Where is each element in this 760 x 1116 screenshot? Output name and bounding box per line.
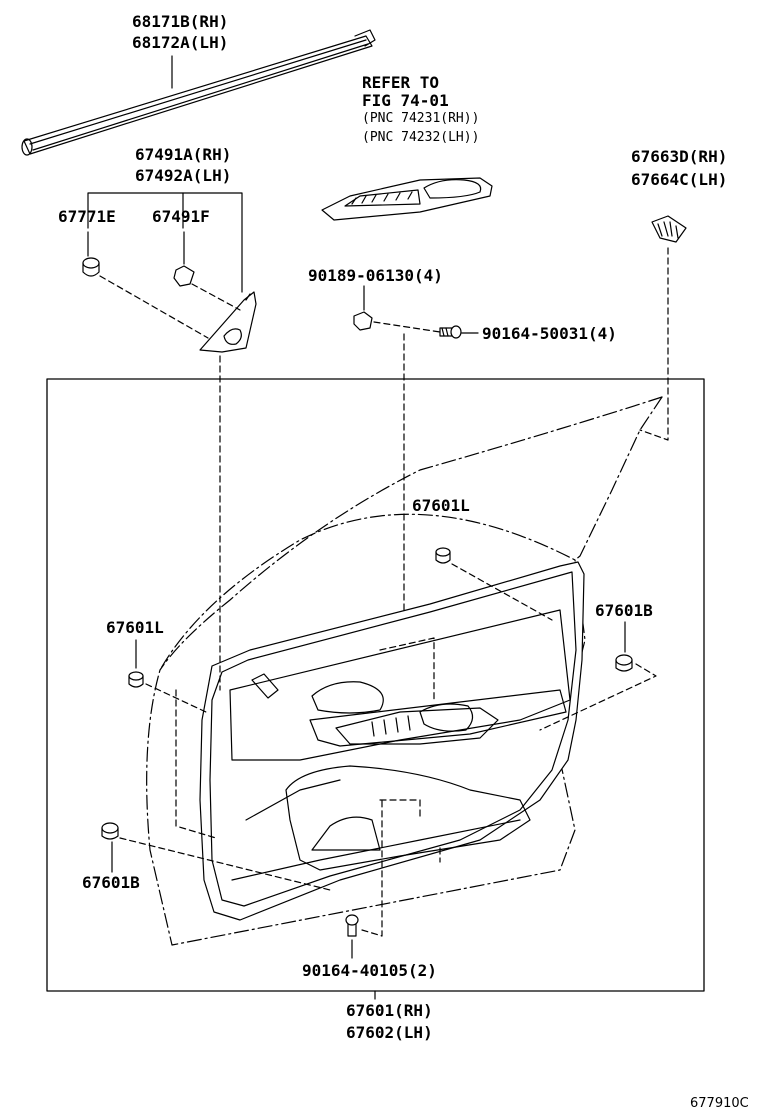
upper-trim-cover: [199, 291, 257, 353]
label-clip-67601l-top: 67601L: [412, 496, 470, 515]
label-weatherstrip-rh: 68171B(RH): [132, 12, 229, 31]
figure-id: 677910C: [690, 1096, 749, 1111]
clip-67663d-part: [651, 215, 687, 243]
label-clip-67771e: 67771E: [58, 207, 116, 226]
clip-67601l-top-dashed: [451, 563, 553, 621]
belt-weatherstrip: [21, 29, 376, 156]
label-refer-pnc-lh: (PNC 74232(LH)): [362, 130, 480, 145]
clip-67601b-left-dashed: [119, 837, 331, 891]
label-clip-67491f: 67491F: [152, 207, 210, 226]
clip-67491f-dashed-path: [191, 283, 241, 311]
label-clip-67601b-left: 67601B: [82, 873, 140, 892]
label-refer-to: REFER TO: [362, 73, 440, 92]
clip-67601b-left-part: [101, 822, 119, 873]
label-weatherstrip-lh: 68172A(LH): [132, 33, 229, 52]
clip-67601l-left-part: [128, 639, 144, 688]
panel-section-dashed: [175, 355, 435, 839]
nut-90189-part: [353, 311, 373, 331]
label-cover-rh: 67491A(RH): [135, 145, 232, 164]
label-cover-lh: 67492A(LH): [135, 166, 232, 185]
clip-67601l-top-part: [435, 547, 451, 564]
door-glass-line: [159, 396, 663, 671]
nut-screw-dashed-path: [373, 321, 441, 333]
clip-67663d-dashed-path: [639, 247, 669, 441]
screw-90164-40105-dashed: [361, 799, 441, 937]
label-screw-90164-40105: 90164-40105(2): [302, 961, 437, 980]
door-trim-panel: [199, 561, 585, 921]
screw-90164-50031-part: [439, 325, 462, 339]
clip-67601b-right-dashed: [539, 663, 657, 731]
label-nut-90189: 90189-06130(4): [308, 266, 443, 285]
screw-90164-40105-part: [345, 914, 359, 959]
clip-67771e-part: [82, 231, 100, 277]
label-clip-67663d-rh: 67663D(RH): [631, 147, 728, 166]
clip-67771e-dashed-path: [99, 275, 209, 339]
label-clip-67664c-lh: 67664C(LH): [631, 170, 728, 189]
label-refer-fig: FIG 74-01: [362, 91, 449, 110]
cover-leader-bracket: [87, 192, 243, 293]
label-clip-67601b-right: 67601B: [595, 601, 653, 620]
label-panel-lh: 67602(LH): [346, 1023, 433, 1042]
window-switch-assembly: [321, 177, 493, 221]
clip-67601b-right-part: [615, 621, 633, 672]
label-refer-pnc-rh: (PNC 74231(RH)): [362, 111, 480, 126]
label-clip-67601l-left: 67601L: [106, 618, 164, 637]
clip-67601l-left-dashed: [145, 683, 207, 713]
label-screw-90164-50031: 90164-50031(4): [482, 324, 617, 343]
label-panel-rh: 67601(RH): [346, 1001, 433, 1020]
clip-67491f-part: [173, 231, 195, 287]
